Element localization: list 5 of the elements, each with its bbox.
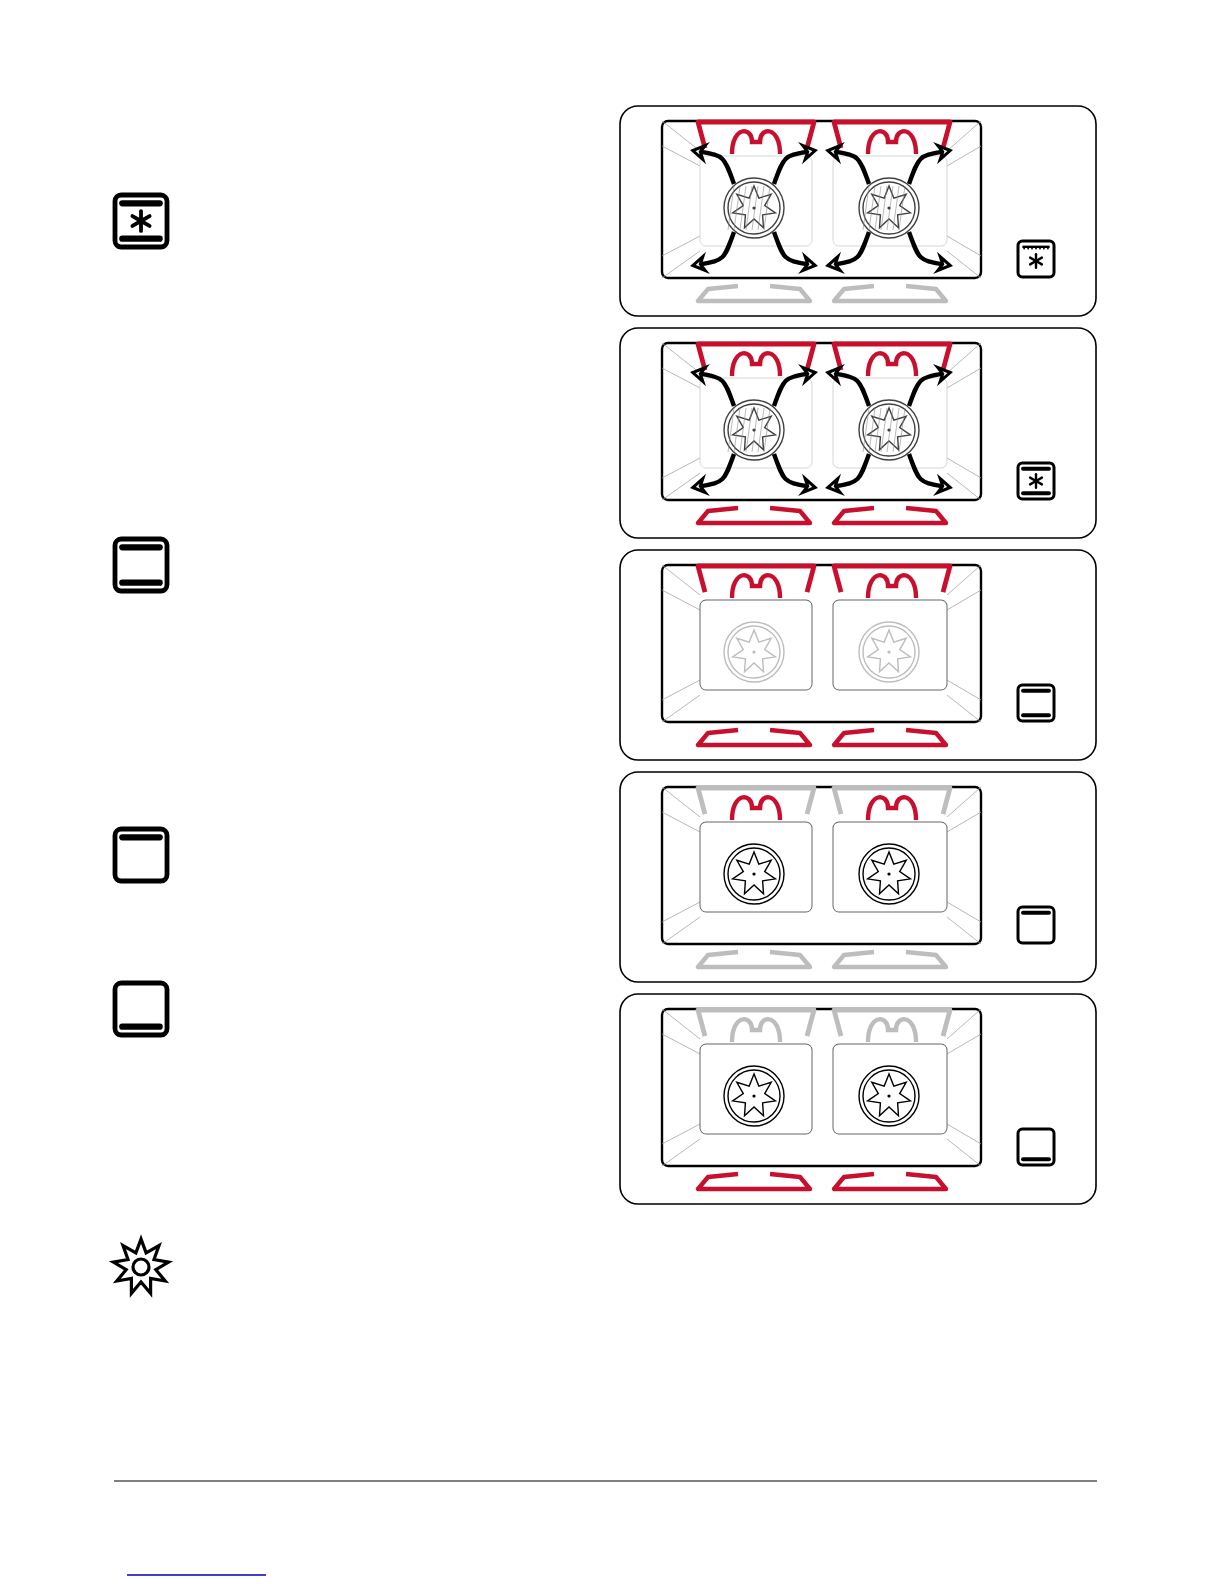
panel-frame: [619, 993, 1097, 1205]
panel-frame: [619, 771, 1097, 983]
panel-frame: [619, 327, 1097, 539]
panel-frame: [619, 105, 1097, 317]
panel-frame: [619, 549, 1097, 761]
